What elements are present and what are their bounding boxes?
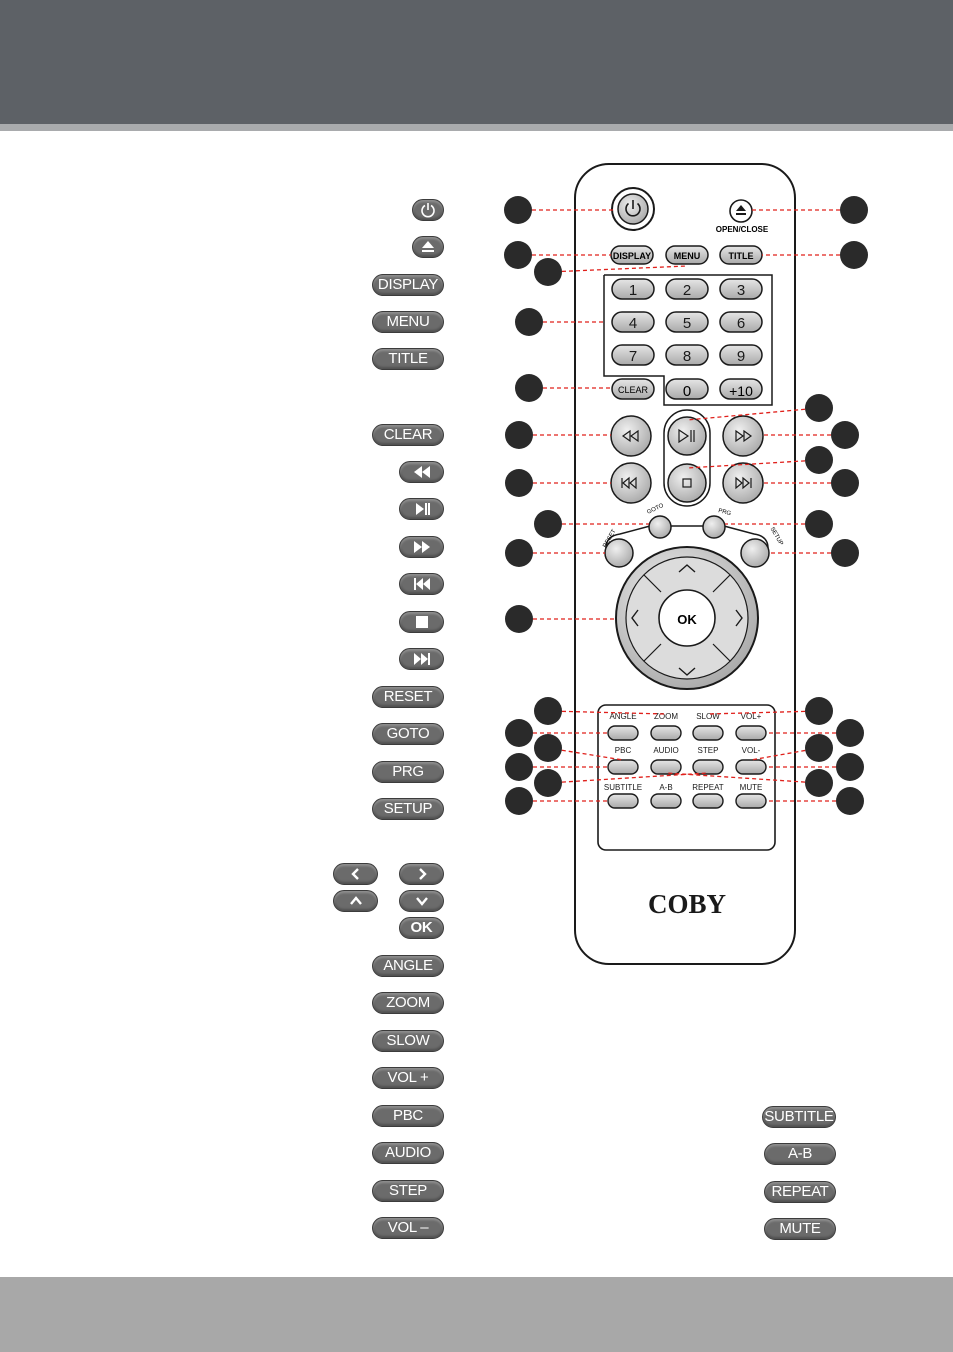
remote-numpad: 1 2 3 4 5 6 7 8 9 [612,279,762,365]
callout-dot [505,605,533,633]
remote-function-button [651,760,681,774]
callout-dot [515,308,543,336]
remote-function-label: AUDIO [653,746,678,755]
callout-dot [534,734,562,762]
callout-dot [534,769,562,797]
remote-setup-button [741,539,769,567]
remote-function-button [651,726,681,740]
remote-digit-label: 6 [737,315,745,332]
remote-function-button [736,726,766,740]
callout-dot [505,753,533,781]
callout-dot [805,446,833,474]
remote-digit-label: 2 [683,282,691,299]
callout-dot [831,421,859,449]
callout-dot [505,787,533,815]
remote-ok-label: OK [677,612,697,627]
remote-skip-back-button [611,463,651,503]
remote-function-label: STEP [698,746,719,755]
remote-digit-label: 7 [629,348,637,365]
remote-function-button [693,760,723,774]
callout-dot [836,753,864,781]
remote-clear-label: CLEAR [618,385,649,395]
remote-function-label: VOL- [742,746,761,755]
remote-goto-button [649,516,671,538]
remote-function-button [608,726,638,740]
callout-dot [505,421,533,449]
callout-dot [840,241,868,269]
remote-prg-button [703,516,725,538]
callout-dot [836,787,864,815]
remote-function-button [651,794,681,808]
callout-dot [534,258,562,286]
remote-plus10-label: +10 [729,383,753,399]
remote-digit-label: 1 [629,282,637,299]
callout-dot [805,769,833,797]
remote-menu-label: MENU [674,251,701,261]
remote-function-button [608,794,638,808]
callout-dot [831,469,859,497]
remote-digit-label: 4 [629,315,637,332]
remote-stop-button [668,464,706,502]
callout-dot [505,539,533,567]
callout-dot [505,719,533,747]
callout-dot [504,241,532,269]
remote-function-label: PBC [615,746,632,755]
remote-function-button [608,760,638,774]
callout-dot [515,374,543,402]
remote-function-label: VOL+ [741,712,762,721]
remote-function-label: A-B [659,783,672,792]
remote-function-label: SLOW [696,712,720,721]
remote-digit-label: 9 [737,348,745,365]
remote-function-button [736,760,766,774]
callout-dot [534,697,562,725]
remote-function-label: MUTE [740,783,763,792]
callout-dot [805,510,833,538]
callout-dot [836,719,864,747]
remote-function-button [693,794,723,808]
remote-digit-label: 8 [683,348,691,365]
callout-dot [831,539,859,567]
remote-brand-logo: COBY [648,889,726,919]
remote-title-label: TITLE [729,251,754,261]
callout-dot [805,697,833,725]
callout-dot [504,196,532,224]
remote-zero-label: 0 [683,383,691,400]
remote-display-label: DISPLAY [613,251,651,261]
remote-function-label: SUBTITLE [604,783,642,792]
callout-dot [505,469,533,497]
callout-dot [805,734,833,762]
remote-digit-label: 5 [683,315,691,332]
remote-function-label: ZOOM [654,712,678,721]
remote-function-button [693,726,723,740]
remote-digit-label: 3 [737,282,745,299]
remote-function-button [736,794,766,808]
callout-dot [840,196,868,224]
callout-dot [534,510,562,538]
remote-function-label: REPEAT [692,783,724,792]
remote-open-close-label: OPEN/CLOSE [716,225,769,234]
callout-dot [805,394,833,422]
